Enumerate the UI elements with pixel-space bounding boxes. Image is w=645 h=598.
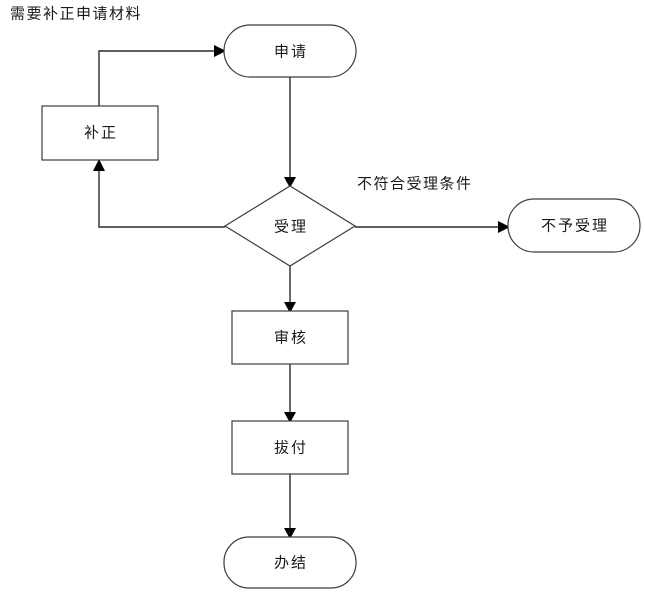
edge-label-need-supplement: 需要补正申请材料 xyxy=(10,5,142,23)
node-bofu-shape xyxy=(231,420,349,475)
node-banjie[interactable]: 办结 xyxy=(223,536,357,589)
node-shouli-shape xyxy=(223,185,357,267)
node-banjie-shape xyxy=(223,536,357,589)
node-bofu[interactable]: 拔付 xyxy=(231,420,349,475)
node-shenhe-label: 审核 xyxy=(274,329,308,347)
node-buyushouli[interactable]: 不予受理 xyxy=(507,198,641,253)
edge-label-not-meeting-conditions: 不符合受理条件 xyxy=(357,175,473,193)
edge-shenhe-to-bofu xyxy=(284,364,296,423)
node-bofu-label: 拔付 xyxy=(274,439,308,457)
edge-shouli-to-buyushouli xyxy=(355,221,510,233)
node-shouli[interactable]: 受理 xyxy=(223,185,357,267)
node-shenhe[interactable]: 审核 xyxy=(231,310,349,365)
node-buzheng[interactable]: 补正 xyxy=(41,105,159,161)
edge-shouli-to-shenhe xyxy=(284,266,296,313)
node-shenhe-shape xyxy=(231,310,349,365)
node-shouli-label: 受理 xyxy=(274,218,308,236)
node-buyushouli-label: 不予受理 xyxy=(541,217,609,235)
node-buzheng-shape xyxy=(41,105,159,161)
edge-shouli-to-buzheng xyxy=(93,159,225,228)
edge-buzheng-to-shenqing xyxy=(98,45,226,106)
node-shenqing-label: 申请 xyxy=(274,43,308,61)
edge-bofu-to-banjie xyxy=(284,474,296,539)
node-buyushouli-shape xyxy=(507,198,641,253)
node-shenqing-shape xyxy=(223,24,357,78)
edge-shenqing-to-shouli xyxy=(284,77,296,188)
node-banjie-label: 办结 xyxy=(274,554,308,572)
node-shenqing[interactable]: 申请 xyxy=(223,24,357,78)
node-buzheng-label: 补正 xyxy=(84,124,118,142)
